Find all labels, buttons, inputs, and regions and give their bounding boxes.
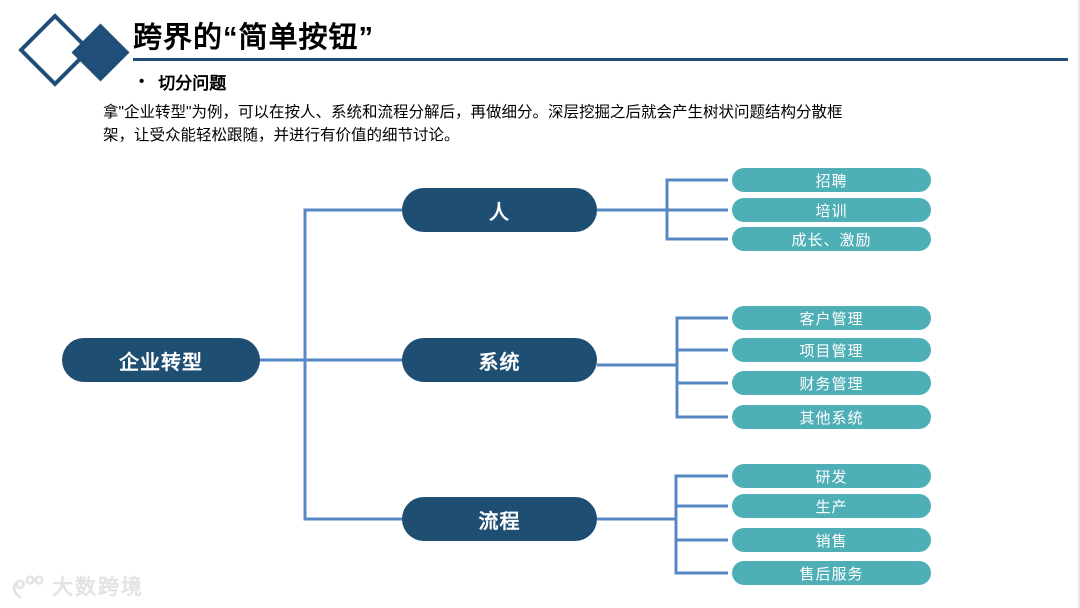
tree-branch-node-people: 人 xyxy=(402,188,597,232)
body-line: 架，让受众能轻松跟随，并进行有价值的细节讨论。 xyxy=(103,126,460,144)
title-divider xyxy=(133,58,1068,61)
slide-edge-line xyxy=(1078,0,1080,608)
brand-logo-icon xyxy=(12,575,44,599)
tree-leaf-node: 培训 xyxy=(732,198,931,222)
tree-leaf-node: 项目管理 xyxy=(732,338,931,362)
tree-leaf-node: 生产 xyxy=(732,494,931,518)
tree-leaf-node: 财务管理 xyxy=(732,371,931,395)
tree-branch-node-process: 流程 xyxy=(402,497,597,541)
tree-leaf-node: 其他系统 xyxy=(732,405,931,429)
body-paragraph: 拿"企业转型"为例，可以在按人、系统和流程分解后，再做细分。深层挖掘之后就会产生… xyxy=(103,102,1021,147)
watermark: 大数跨境 xyxy=(10,570,144,602)
tree-leaf-node: 成长、激励 xyxy=(732,227,931,251)
tree-leaf-node: 销售 xyxy=(732,528,931,552)
tree-leaf-node: 客户管理 xyxy=(732,306,931,330)
tree-branch-node-system: 系统 xyxy=(402,338,597,382)
bullet-label: 切分问题 xyxy=(158,74,227,93)
watermark-text: 大数跨境 xyxy=(52,576,144,599)
tree-leaf-node: 研发 xyxy=(732,464,931,488)
tree-leaf-node: 招聘 xyxy=(732,168,931,192)
tree-root-node: 企业转型 xyxy=(62,338,260,382)
bullet-dot: • xyxy=(139,73,145,90)
body-line: 拿"企业转型"为例，可以在按人、系统和流程分解后，再做细分。深层挖掘之后就会产生… xyxy=(103,104,843,121)
page-title: 跨界的“简单按钮” xyxy=(133,22,375,54)
bullet-heading: • 切分问题 xyxy=(139,69,226,94)
tree-leaf-node: 售后服务 xyxy=(732,561,931,585)
